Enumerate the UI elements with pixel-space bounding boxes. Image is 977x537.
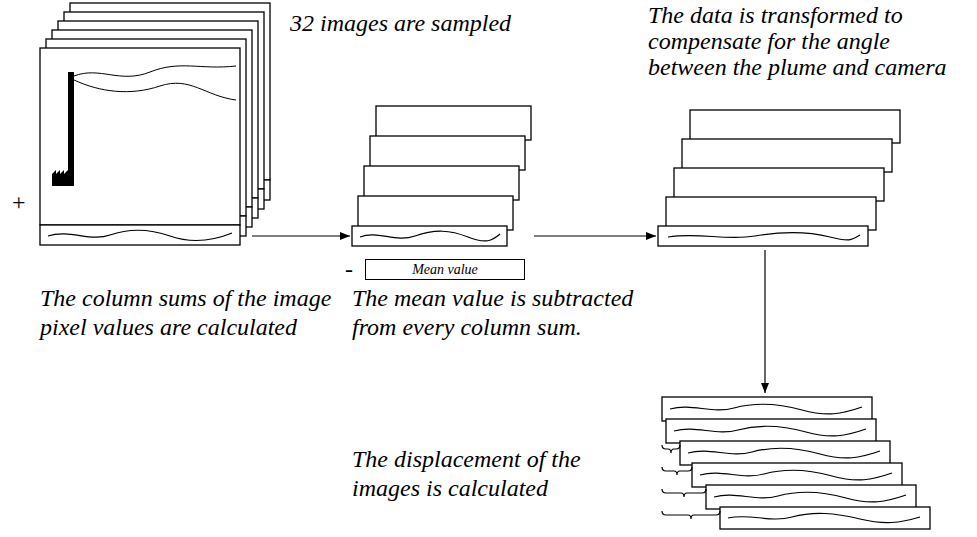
displacement-brace — [662, 467, 692, 475]
strip-stack: The displacement of the images is calcul… — [660, 395, 935, 531]
signal-curve — [360, 231, 500, 241]
mean-value-box: Mean value — [365, 259, 525, 280]
signal-curve — [668, 233, 860, 240]
step-caption: The displacement of the images is calcul… — [352, 445, 642, 503]
column-sum-strip — [680, 441, 890, 465]
signal-curve — [48, 230, 232, 240]
signal-curve — [674, 426, 866, 436]
column-sum-strip — [370, 136, 525, 170]
displacement-brace — [662, 511, 720, 519]
chimney — [68, 72, 74, 186]
signal-curve — [728, 513, 920, 522]
column-sum-strip — [666, 419, 876, 443]
signal-curve — [688, 448, 880, 458]
plus-sign: + — [12, 190, 26, 214]
column-sum-strip — [682, 139, 892, 172]
column-sum-strip — [658, 226, 868, 246]
displacement-brace — [662, 445, 680, 453]
column-sum-strip — [352, 226, 507, 246]
step-caption: The mean value is subtracted from every … — [352, 284, 637, 342]
column-sum-strip — [720, 507, 930, 529]
column-sum-strip — [666, 197, 876, 230]
column-sum-strip — [358, 196, 513, 230]
factory-building — [52, 170, 68, 186]
image-stack: 32 images are sampledThe column sums of … — [38, 3, 250, 248]
column-sum-strip — [40, 225, 240, 245]
column-sum-strip — [690, 110, 900, 143]
signal-curve — [670, 404, 862, 414]
step-caption: The data is transformed to compensate fo… — [648, 2, 964, 80]
displacement-brace — [662, 489, 706, 497]
step-caption: The column sums of the image pixel value… — [40, 284, 340, 342]
smoke-plume — [74, 66, 236, 76]
flow-arrow — [252, 235, 350, 236]
step-heading: 32 images are sampled — [290, 9, 511, 38]
signal-curve — [714, 492, 906, 502]
signal-curve — [700, 470, 892, 480]
column-sum-strip — [364, 166, 519, 200]
image-frame — [40, 48, 240, 225]
box-label: Mean value — [374, 261, 516, 278]
strip-stack: The mean value is subtracted from every … — [352, 106, 532, 248]
flow-arrow — [534, 235, 656, 236]
column-sum-strip — [662, 397, 872, 421]
column-sum-strip — [706, 485, 916, 509]
column-sum-strip — [674, 168, 884, 201]
flow-arrow — [764, 250, 765, 393]
column-sum-strip — [376, 106, 531, 140]
smoke-plume — [74, 80, 236, 100]
strip-stack: The data is transformed to compensate fo… — [658, 110, 902, 248]
minus-sign: - — [345, 257, 353, 281]
column-sum-strip — [692, 463, 902, 487]
